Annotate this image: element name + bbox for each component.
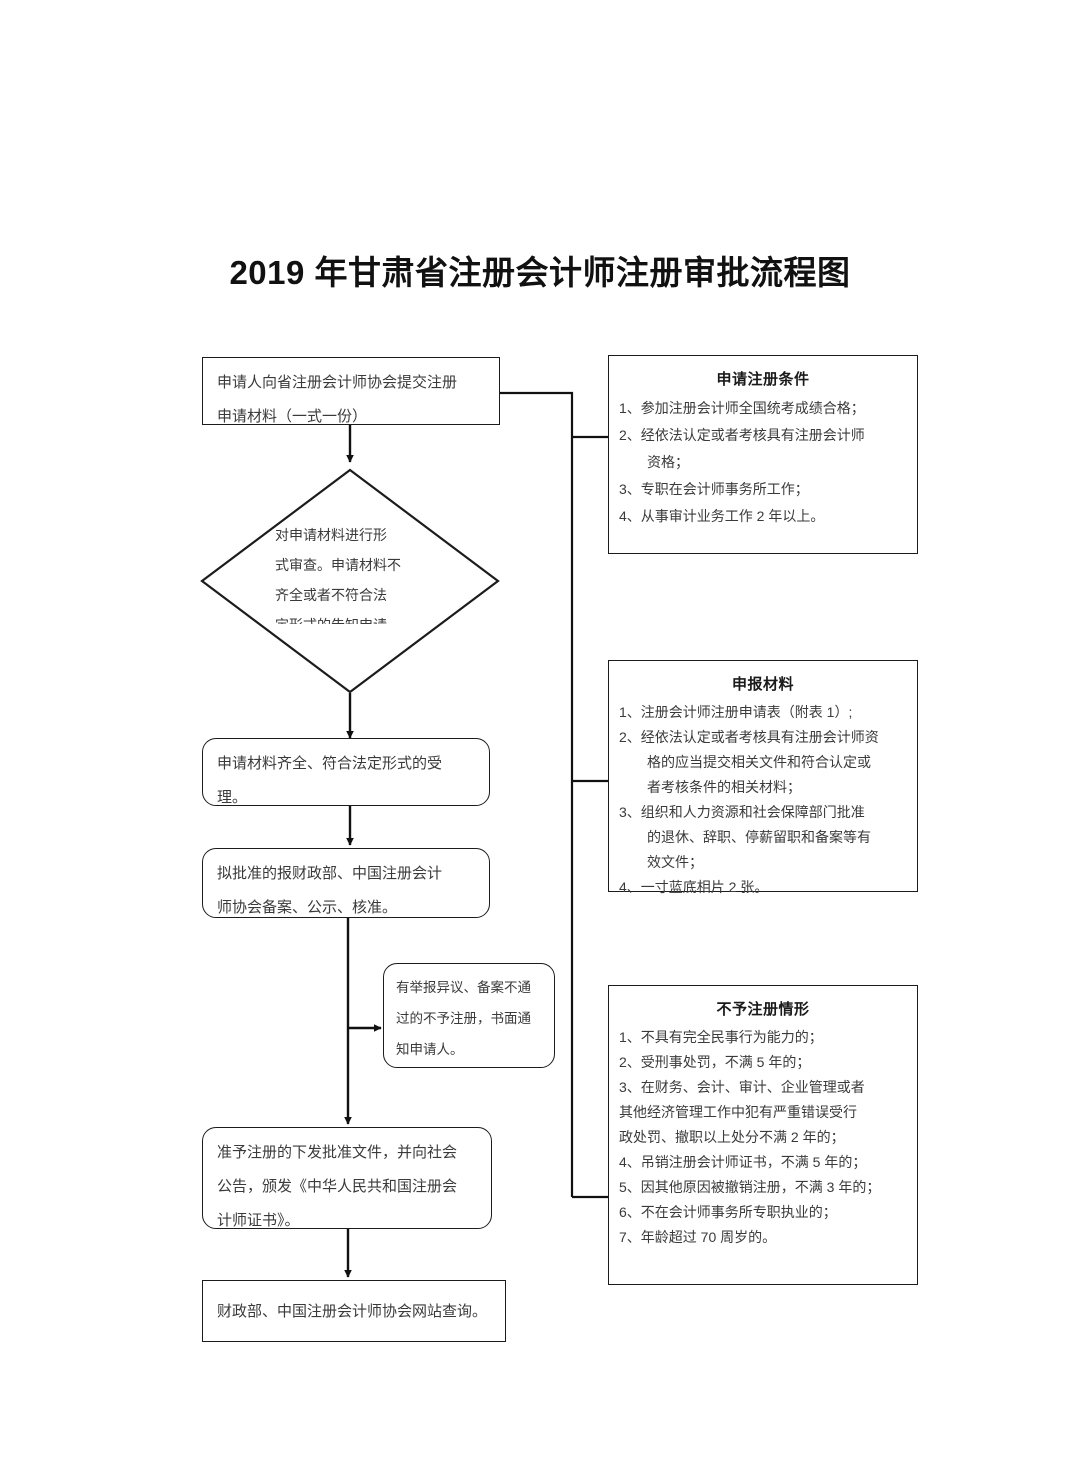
panel-non-registration-cases: 不予注册情形 1、不具有完全民事行为能力的； 2、受刑事处罚，不满 5 年的； … [608, 985, 918, 1285]
node-issue-certificate[interactable]: 准予注册的下发批准文件，并向社会 公告，颁发《中华人民共和国注册会 计师证书》。 [202, 1127, 492, 1229]
list-item: 其他经济管理工作中犯有严重错误受行 [619, 1104, 857, 1120]
list-item: 1、参加注册会计师全国统考成绩合格； [619, 400, 865, 416]
panel-non-registration-cases-title: 不予注册情形 [716, 1001, 810, 1018]
node-issue-certificate-label: 准予注册的下发批准文件，并向社会 公告，颁发《中华人民共和国注册会 计师证书》。 [217, 1144, 458, 1229]
panel-non-registration-cases-list: 1、不具有完全民事行为能力的； 2、受刑事处罚，不满 5 年的； 3、在财务、会… [619, 1025, 907, 1250]
node-formal-review-label: 对申请材料进行形 式审查。申请材料不 齐全或者不符合法 定形式的告知申请 人。 [275, 527, 401, 624]
panel-registration-conditions: 申请注册条件 1、参加注册会计师全国统考成绩合格； 2、经依法认定或者考核具有注… [608, 355, 918, 554]
list-item: 4、一寸蓝底相片 2 张。 [619, 879, 769, 895]
list-item: 6、不在会计师事务所专职执业的； [619, 1204, 837, 1220]
panel-registration-conditions-title: 申请注册条件 [716, 371, 810, 388]
list-item: 1、不具有完全民事行为能力的； [619, 1029, 823, 1045]
node-submit-application[interactable]: 申请人向省注册会计师协会提交注册 申请材料（一式一份） [202, 357, 500, 425]
panel-registration-conditions-list: 1、参加注册会计师全国统考成绩合格； 2、经依法认定或者考核具有注册会计师 资格… [619, 395, 907, 530]
panel-submission-materials-title: 申报材料 [731, 676, 794, 693]
list-item: 2、经依法认定或者考核具有注册会计师 资格； [619, 427, 865, 470]
list-item: 3、组织和人力资源和社会保障部门批准 的退休、辞职、停薪留职和备案等有 效文件； [619, 804, 871, 870]
diamond-shape-icon [200, 468, 500, 694]
list-item: 政处罚、撤职以上处分不满 2 年的； [619, 1129, 845, 1145]
node-accept-application-label: 申请材料齐全、符合法定形式的受 理。 [217, 755, 443, 806]
node-formal-review[interactable]: 对申请材料进行形 式审查。申请材料不 齐全或者不符合法 定形式的告知申请 人。 [200, 468, 500, 694]
node-reject-notice-label: 有举报异议、备案不通 过的不予注册，书面通 知申请人。 [396, 980, 531, 1057]
list-item: 2、受刑事处罚，不满 5 年的； [619, 1054, 811, 1070]
list-item: 2、经依法认定或者考核具有注册会计师资 格的应当提交相关文件和符合认定或 者考核… [619, 729, 879, 795]
list-item: 4、吊销注册会计师证书，不满 5 年的； [619, 1154, 867, 1170]
panel-submission-materials-list: 1、注册会计师注册申请表（附表 1）; 2、经依法认定或者考核具有注册会计师资 … [619, 700, 907, 900]
list-item: 1、注册会计师注册申请表（附表 1）; [619, 704, 853, 720]
node-website-query-label: 财政部、中国注册会计师协会网站查询。 [217, 1303, 488, 1320]
list-item: 7、年龄超过 70 周岁的。 [619, 1229, 777, 1245]
list-item: 3、专职在会计师事务所工作； [619, 481, 809, 497]
list-item: 3、在财务、会计、审计、企业管理或者 [619, 1079, 865, 1095]
list-item: 4、从事审计业务工作 2 年以上。 [619, 508, 825, 524]
connector-right-trunk [500, 391, 574, 1197]
page-title: 2019 年甘肃省注册会计师注册审批流程图 [229, 254, 851, 291]
node-approve-filing-label: 拟批准的报财政部、中国注册会计 师协会备案、公示、核准。 [217, 865, 443, 916]
node-accept-application[interactable]: 申请材料齐全、符合法定形式的受 理。 [202, 738, 490, 806]
list-item: 5、因其他原因被撤销注册，不满 3 年的； [619, 1179, 881, 1195]
node-approve-filing[interactable]: 拟批准的报财政部、中国注册会计 师协会备案、公示、核准。 [202, 848, 490, 918]
node-submit-application-label: 申请人向省注册会计师协会提交注册 申请材料（一式一份） [217, 374, 458, 425]
node-website-query[interactable]: 财政部、中国注册会计师协会网站查询。 [202, 1280, 506, 1342]
panel-submission-materials: 申报材料 1、注册会计师注册申请表（附表 1）; 2、经依法认定或者考核具有注册… [608, 660, 918, 895]
node-reject-notice[interactable]: 有举报异议、备案不通 过的不予注册，书面通 知申请人。 [383, 963, 555, 1068]
